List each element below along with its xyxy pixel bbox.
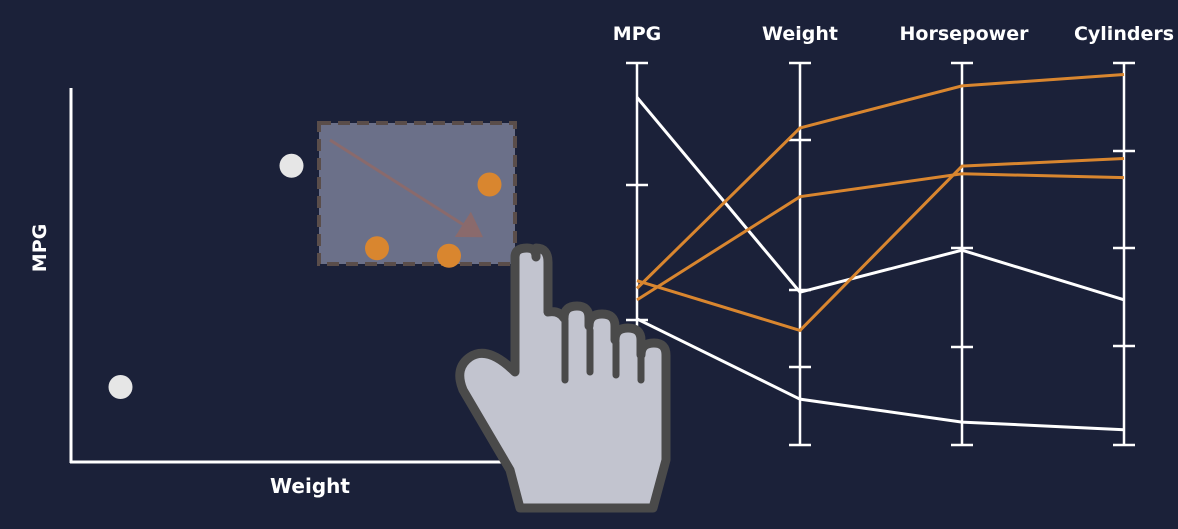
pc-labels: MPG Weight Horsepower Cylinders [613,23,1174,45]
pc-lines [635,72,1125,432]
scatter-plot: MPG Weight [29,88,520,498]
pc-line-selected [635,72,1125,290]
brush-drag-arrow [329,138,484,238]
pc-line-selected [636,157,1125,333]
pc-axis-label: Weight [762,23,838,45]
scatter-points [108,153,502,399]
scatter-y-label: MPG [29,224,51,272]
scatter-point [279,153,304,178]
pc-line [636,317,1125,432]
pc-line-selected [636,172,1125,302]
scatter-point-selected [477,172,502,197]
pointing-hand-icon [455,243,671,513]
scatter-point-selected [437,243,461,268]
scatter-point-selected [365,236,389,261]
scatter-point [108,375,133,399]
pc-axis-label: Horsepower [900,23,1030,45]
pc-axis-label: Cylinders [1074,23,1174,45]
pc-axes [626,61,1135,447]
pc-axis-label: MPG [613,23,661,45]
parallel-coordinates-plot: MPG Weight Horsepower Cylinders [613,23,1174,447]
pc-line [635,96,1125,302]
scatter-x-label: Weight [270,474,350,498]
